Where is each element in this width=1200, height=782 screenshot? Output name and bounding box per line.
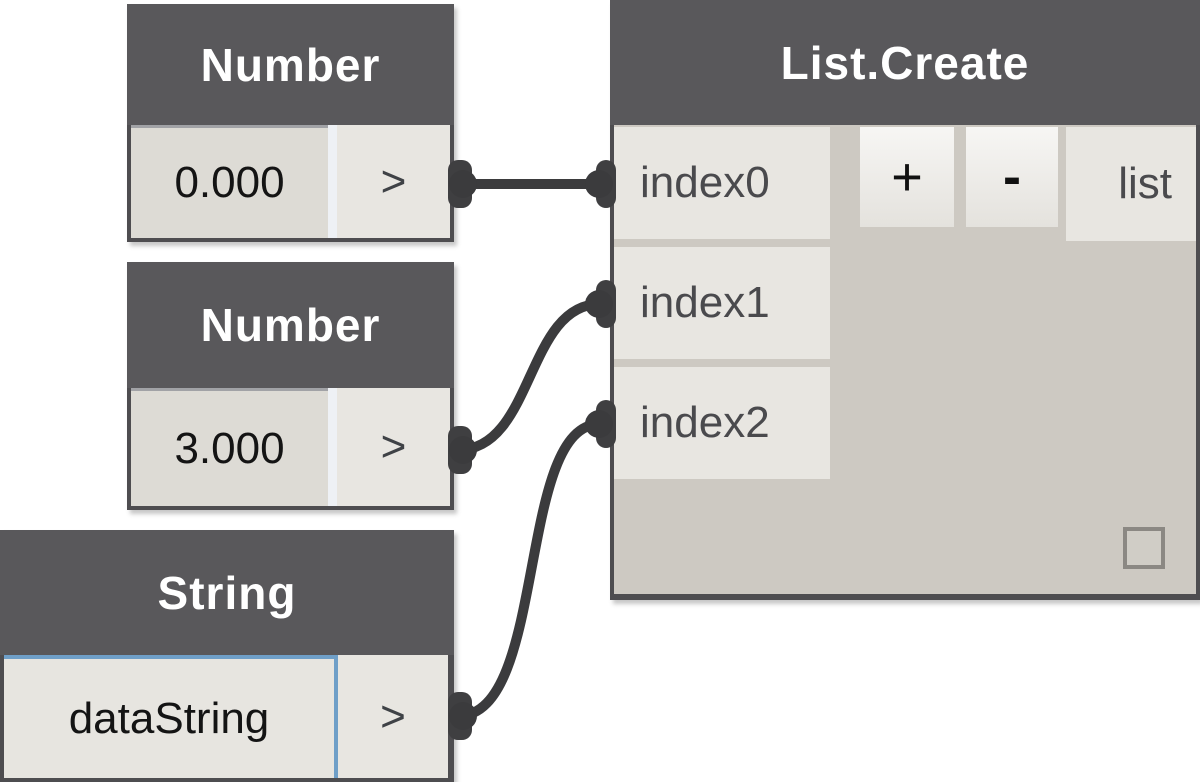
wire-end-dot (585, 170, 613, 198)
node-list-create: List.Create index0 index1 index2 + - lis… (610, 0, 1200, 600)
wire-end-dot (585, 410, 613, 438)
output-chevron-icon: > (380, 422, 407, 471)
input-port-index2-label: index2 (640, 398, 770, 447)
number-1-value-input[interactable]: 0.000 (131, 125, 328, 238)
node-number-2-header[interactable]: Number (127, 262, 454, 388)
string-output-port[interactable]: > (338, 655, 448, 778)
plus-icon: + (891, 147, 923, 207)
node-number-1-title: Number (200, 38, 381, 91)
node-number-2: Number 3.000 > (127, 262, 454, 510)
input-port-index0[interactable]: index0 (614, 127, 830, 239)
number-1-output-port[interactable]: > (337, 125, 450, 238)
node-list-create-header[interactable]: List.Create (610, 0, 1200, 125)
node-string-title: String (157, 566, 297, 619)
remove-input-button[interactable]: - (966, 127, 1058, 227)
node-string-header[interactable]: String (0, 530, 454, 655)
minus-icon: - (1003, 147, 1021, 207)
node-string: String dataString > (0, 530, 454, 782)
input-port-index1-label: index1 (640, 278, 770, 327)
output-chevron-icon: > (380, 156, 407, 206)
output-port-list[interactable]: list (1066, 127, 1196, 241)
output-port-list-label: list (1118, 159, 1172, 208)
input-port-index0-label: index0 (640, 158, 770, 207)
node-number-1-header[interactable]: Number (127, 4, 454, 125)
node-list-create-title: List.Create (780, 36, 1030, 89)
node-number-2-title: Number (200, 299, 381, 351)
wire-end-dot (585, 290, 613, 318)
number-2-output-port[interactable]: > (337, 388, 450, 506)
string-value-input[interactable]: dataString (4, 655, 338, 778)
input-port-index1[interactable]: index1 (614, 247, 830, 359)
input-port-index2[interactable]: index2 (614, 367, 830, 479)
node-number-1: Number 0.000 > (127, 4, 454, 242)
output-chevron-icon: > (380, 691, 406, 741)
wire-number2-to-index1[interactable] (453, 299, 605, 455)
add-input-button[interactable]: + (860, 127, 954, 227)
wire-string-to-index2[interactable] (453, 419, 605, 721)
number-1-field-divider (328, 125, 337, 238)
number-2-field-divider (328, 388, 337, 506)
number-2-value-input[interactable]: 3.000 (131, 388, 328, 506)
preview-toggle[interactable] (1123, 527, 1165, 569)
